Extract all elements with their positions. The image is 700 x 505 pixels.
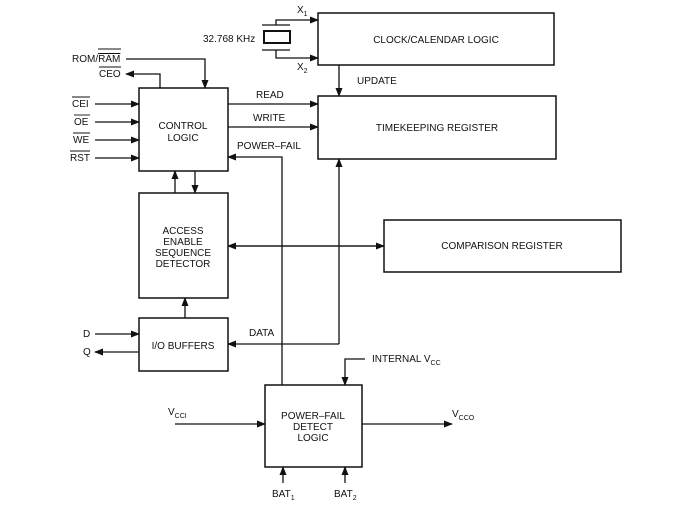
power-fail-detect-logic-block: POWER–FAIL DETECT LOGIC xyxy=(264,384,363,468)
svg-text:CONTROL: CONTROL xyxy=(159,121,208,132)
d-label: D xyxy=(83,329,90,340)
we-label: WE xyxy=(73,135,89,146)
access-enable-sequence-detector-block: ACCESS ENABLE SEQUENCE DETECTOR xyxy=(138,192,229,299)
svg-text:SEQUENCE: SEQUENCE xyxy=(155,248,211,259)
ceo-wire xyxy=(125,70,161,88)
comparison-register-block: COMPARISON REGISTER xyxy=(383,219,622,273)
svg-text:ENABLE: ENABLE xyxy=(163,237,203,248)
svg-text:DETECTOR: DETECTOR xyxy=(156,259,211,270)
q-label: Q xyxy=(83,347,91,358)
crystal-icon xyxy=(262,16,319,62)
svg-text:LOGIC: LOGIC xyxy=(167,133,198,144)
data-label: DATA xyxy=(249,328,275,339)
vcco-label: VCCO xyxy=(452,409,475,422)
internal-vcc-wire xyxy=(341,358,365,386)
svg-text:DETECT: DETECT xyxy=(293,422,333,433)
svg-text:CLOCK/CALENDAR LOGIC: CLOCK/CALENDAR LOGIC xyxy=(373,35,499,46)
control-logic-block: CONTROL LOGIC xyxy=(138,87,229,172)
x1-label: X1 xyxy=(297,5,308,18)
power-fail-label: POWER–FAIL xyxy=(237,141,301,152)
rom-ram-label: ROM/RAM xyxy=(72,54,120,65)
svg-text:COMPARISON REGISTER: COMPARISON REGISTER xyxy=(441,241,563,252)
timekeeping-register-block: TIMEKEEPING REGISTER xyxy=(317,95,557,160)
rom-ram-wire xyxy=(126,58,209,89)
svg-text:I/O BUFFERS: I/O BUFFERS xyxy=(152,341,215,352)
svg-text:TIMEKEEPING REGISTER: TIMEKEEPING REGISTER xyxy=(376,123,498,134)
cei-label: CEI xyxy=(72,99,89,110)
svg-text:POWER–FAIL: POWER–FAIL xyxy=(281,411,345,422)
svg-text:ACCESS: ACCESS xyxy=(162,226,203,237)
read-label: READ xyxy=(256,90,284,101)
write-label: WRITE xyxy=(253,113,286,124)
io-buffers-block: I/O BUFFERS xyxy=(138,317,229,372)
ceo-label: CEO xyxy=(99,69,121,80)
crystal-frequency-label: 32.768 KHz xyxy=(203,34,255,45)
rst-label: RST xyxy=(70,153,90,164)
vcci-label: VCCI xyxy=(168,407,187,420)
bat1-label: BAT1 xyxy=(272,489,295,502)
x2-label: X2 xyxy=(297,62,308,75)
oe-label: OE xyxy=(74,117,89,128)
bat2-label: BAT2 xyxy=(334,489,357,502)
svg-text:LOGIC: LOGIC xyxy=(297,433,328,444)
internal-vcc-label: INTERNAL VCC xyxy=(372,354,441,367)
clock-calendar-block: CLOCK/CALENDAR LOGIC xyxy=(317,12,555,66)
update-label: UPDATE xyxy=(357,76,397,87)
power-fail-wire xyxy=(227,153,283,385)
